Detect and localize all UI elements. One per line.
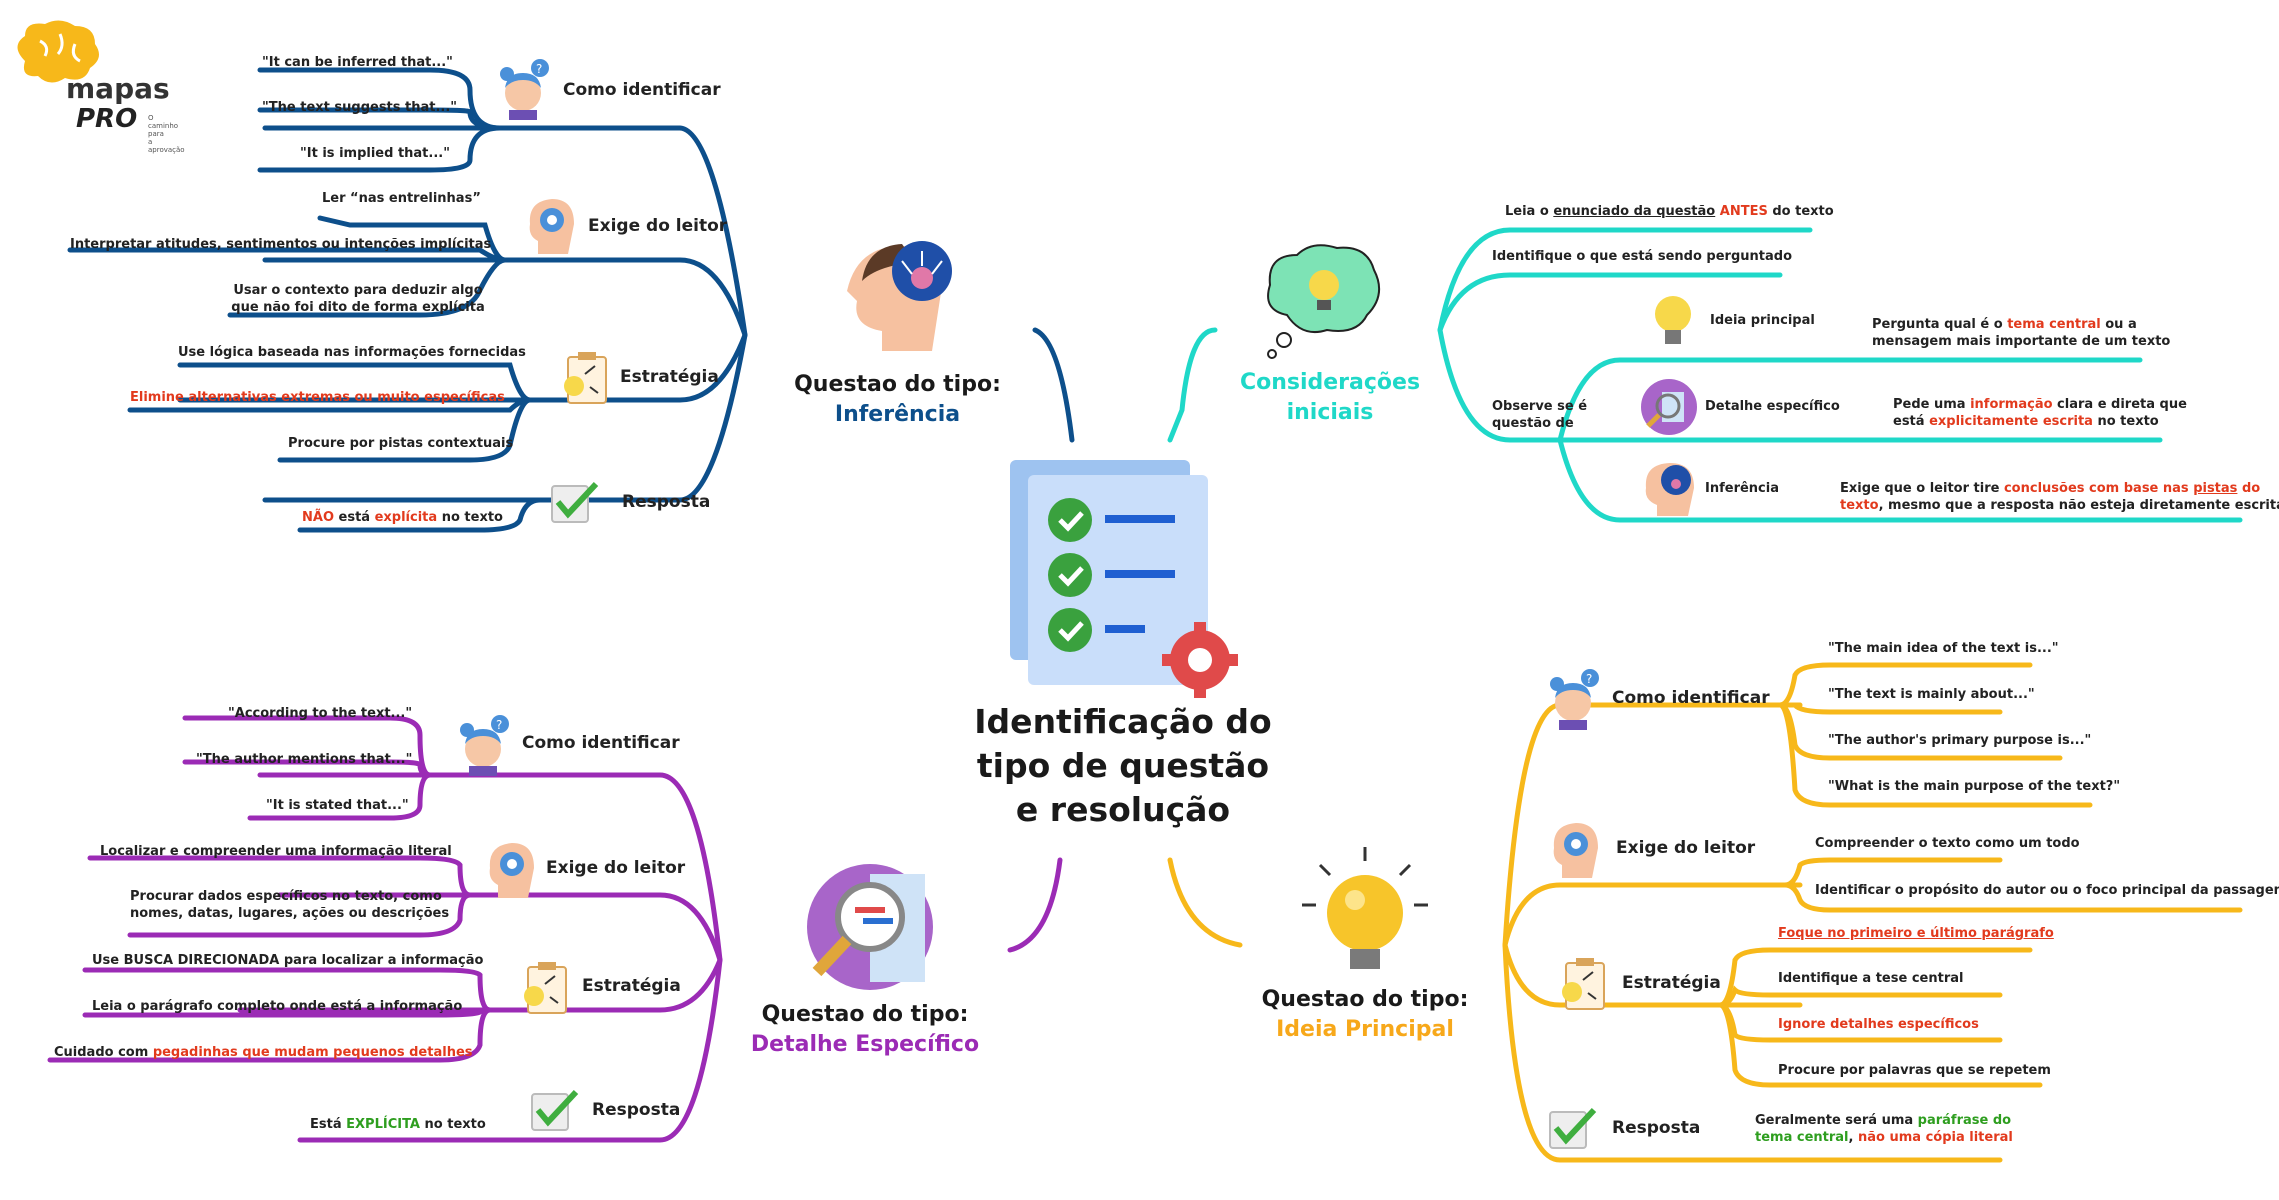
inferencia-branches — [67, 67, 1075, 533]
svg-text:?: ? — [496, 718, 502, 732]
detalhe-estrategia-item-3: Cuidado com pegadinhas que mudam pequeno… — [54, 1045, 473, 1060]
strategy-board-icon — [560, 352, 610, 411]
consideracoes-title: Considerações iniciais — [1239, 370, 1421, 425]
ideia-exige-item-2: Identificar o propósito do autor ou o fo… — [1815, 883, 2279, 898]
ideia-exige-item-1: Compreender o texto como um todo — [1815, 836, 2080, 851]
head-brain-small-icon — [1642, 460, 1696, 520]
strategy-board-icon-2 — [520, 962, 570, 1021]
confused-girl-icon-2: ? — [455, 714, 515, 780]
detalhe-como-item-3: "It is stated that..." — [266, 798, 409, 813]
confused-girl-icon-3: ? — [1545, 668, 1605, 734]
detalhe-resposta-text: Está EXPLÍCITA no texto — [310, 1117, 486, 1132]
svg-text:?: ? — [1586, 672, 1592, 686]
inferencia-como-identificar: Como identificar — [563, 80, 721, 100]
ideia-como-identificar: Como identificar — [1612, 688, 1770, 708]
checkbox-check-icon-2 — [530, 1088, 580, 1136]
magnifier-detail-icon — [805, 862, 935, 996]
head-gear-icon-3 — [1552, 820, 1600, 882]
inferencia-exige-item-1: Ler “nas entrelinhas” — [322, 191, 481, 206]
ideia-como-item-1: "The main idea of the text is..." — [1828, 641, 2059, 656]
ideia-como-item-3: "The author's primary purpose is..." — [1828, 733, 2092, 748]
ideia-exige-do-leitor: Exige do leitor — [1616, 838, 1756, 858]
magnifier-document-icon — [1640, 378, 1698, 440]
inferencia-resposta: Resposta — [622, 492, 711, 512]
logo-brand: mapas — [66, 72, 170, 105]
inferencia-resposta-text: NÃO está explícita no texto — [302, 510, 503, 525]
consideracoes-item-2: Identifique o que está sendo perguntado — [1492, 249, 1792, 264]
consideracoes-item-1: Leia o enunciado da questão ANTES do tex… — [1505, 204, 1834, 219]
ideia-estrategia-item-4: Procure por palavras que se repetem — [1778, 1063, 2051, 1078]
logo-brand-pro: PRO — [76, 104, 138, 134]
consideracoes-branches — [1167, 227, 2243, 523]
consideracoes-detalhe-label: Detalhe específico — [1705, 399, 1840, 414]
inferencia-como-item-1: "It can be inferred that..." — [262, 55, 453, 70]
inferencia-estrategia: Estratégia — [620, 367, 719, 387]
consideracoes-ideia-label: Ideia principal — [1710, 313, 1815, 328]
consideracoes-inferencia-label: Inferência — [1705, 481, 1779, 496]
ideia-resposta: Resposta — [1612, 1118, 1701, 1138]
head-gear-icon-2 — [488, 840, 536, 902]
inferencia-estrategia-item-3: Procure por pistas contextuais — [288, 436, 514, 451]
checkbox-check-icon — [550, 480, 600, 528]
detalhe-branches — [47, 715, 1063, 1143]
head-brain-icon — [842, 236, 962, 360]
inferencia-estrategia-item-1: Use lógica baseada nas informações forne… — [178, 345, 526, 360]
ideia-como-item-4: "What is the main purpose of the text?" — [1828, 779, 2121, 794]
head-gear-icon — [528, 196, 576, 258]
ideia-title: Questao do tipo: Ideia Principal — [1261, 987, 1469, 1042]
inferencia-exige-do-leitor: Exige do leitor — [588, 216, 728, 236]
inferencia-estrategia-item-2: Elimine alternativas extremas ou muito e… — [130, 390, 505, 405]
detalhe-como-item-2: "The author mentions that..." — [196, 752, 413, 767]
ideia-estrategia: Estratégia — [1622, 973, 1721, 993]
central-title: Identificação do tipo de questão e resol… — [974, 702, 1272, 829]
detalhe-title: Questao do tipo: Detalhe Específico — [750, 1002, 980, 1057]
detalhe-estrategia: Estratégia — [582, 976, 681, 996]
lightbulb-icon — [1650, 292, 1696, 356]
svg-text:?: ? — [536, 62, 542, 76]
detalhe-exige-item-1: Localizar e compreender uma informação l… — [100, 844, 452, 859]
inferencia-como-item-2: "The text suggests that..." — [262, 100, 458, 115]
big-lightbulb-icon — [1300, 845, 1430, 979]
idea-bubble-icon — [1262, 240, 1387, 364]
detalhe-exige-do-leitor: Exige do leitor — [546, 858, 686, 878]
inferencia-title: Questao do tipo: Inferência — [794, 372, 1001, 427]
detalhe-estrategia-item-2: Leia o parágrafo completo onde está a in… — [92, 999, 463, 1014]
detalhe-como-item-1: "According to the text..." — [228, 706, 413, 721]
confused-girl-icon: ? — [495, 58, 555, 124]
checkbox-check-icon-3 — [1548, 1106, 1598, 1154]
ideia-estrategia-item-1: Foque no primeiro e último parágrafo — [1778, 926, 2054, 941]
ideia-branches — [1167, 662, 2243, 1163]
checklist-document-icon — [1000, 460, 1250, 704]
detalhe-resposta: Resposta — [592, 1100, 681, 1120]
brain-logo-icon — [17, 20, 99, 83]
ideia-estrategia-item-2: Identifique a tese central — [1778, 971, 1964, 986]
strategy-board-icon-3 — [1558, 958, 1608, 1017]
detalhe-como-identificar: Como identificar — [522, 733, 680, 753]
consideracoes-inferencia-desc: Exige que o leitor tire conclusões com b… — [1840, 481, 2279, 513]
ideia-como-item-2: "The text is mainly about..." — [1828, 687, 2035, 702]
inferencia-como-item-3: "It is implied that..." — [300, 146, 450, 161]
ideia-estrategia-item-3: Ignore detalhes específicos — [1778, 1017, 1979, 1032]
detalhe-exige-item-2: Procurar dados específicos no texto, com… — [130, 889, 450, 921]
detalhe-estrategia-item-1: Use BUSCA DIRECIONADA para localizar a i… — [92, 953, 484, 968]
inferencia-exige-item-2: Interpretar atitudes, sentimentos ou int… — [70, 237, 492, 252]
